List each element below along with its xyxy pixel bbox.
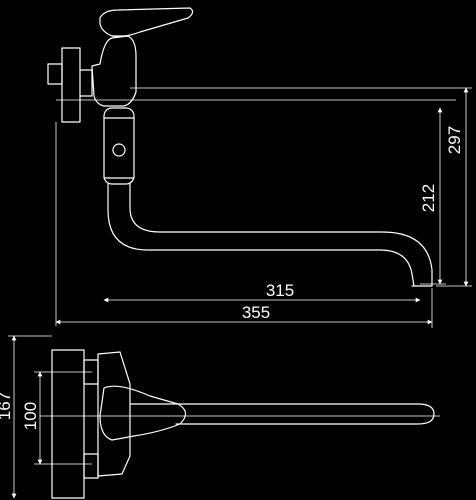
eccentric-connector [79,69,93,97]
wall-flange [61,47,81,123]
lever-plan [99,385,187,441]
aerator-hole [112,143,126,157]
dim-plan-height-inner: 100 [21,371,92,465]
faucet-front-view [47,7,456,326]
wall-plate [51,349,85,499]
spout-plan [129,403,435,425]
mixer-body [91,35,137,107]
dim-width-spout: 315 [103,281,421,303]
mixer-body-plan [97,351,131,477]
swivel-collar [103,107,135,185]
spout-pipe [107,183,415,287]
dim-label-100: 100 [21,402,40,430]
dim-label-212: 212 [419,184,438,212]
dim-height-total: 297 [130,87,472,287]
lever-handle [99,7,194,38]
dim-label-167: 167 [0,392,14,420]
dim-label-315: 315 [266,281,294,300]
dim-height-spout: 212 [419,107,446,285]
faucet-plan-view [40,349,440,499]
dim-label-297: 297 [445,126,464,154]
connection-nut [47,63,63,85]
dim-label-355: 355 [242,303,270,322]
eccentric-nut-bottom [83,453,99,479]
dim-width-total: 355 [55,288,433,328]
dim-plan-height-total: 167 [0,335,52,499]
